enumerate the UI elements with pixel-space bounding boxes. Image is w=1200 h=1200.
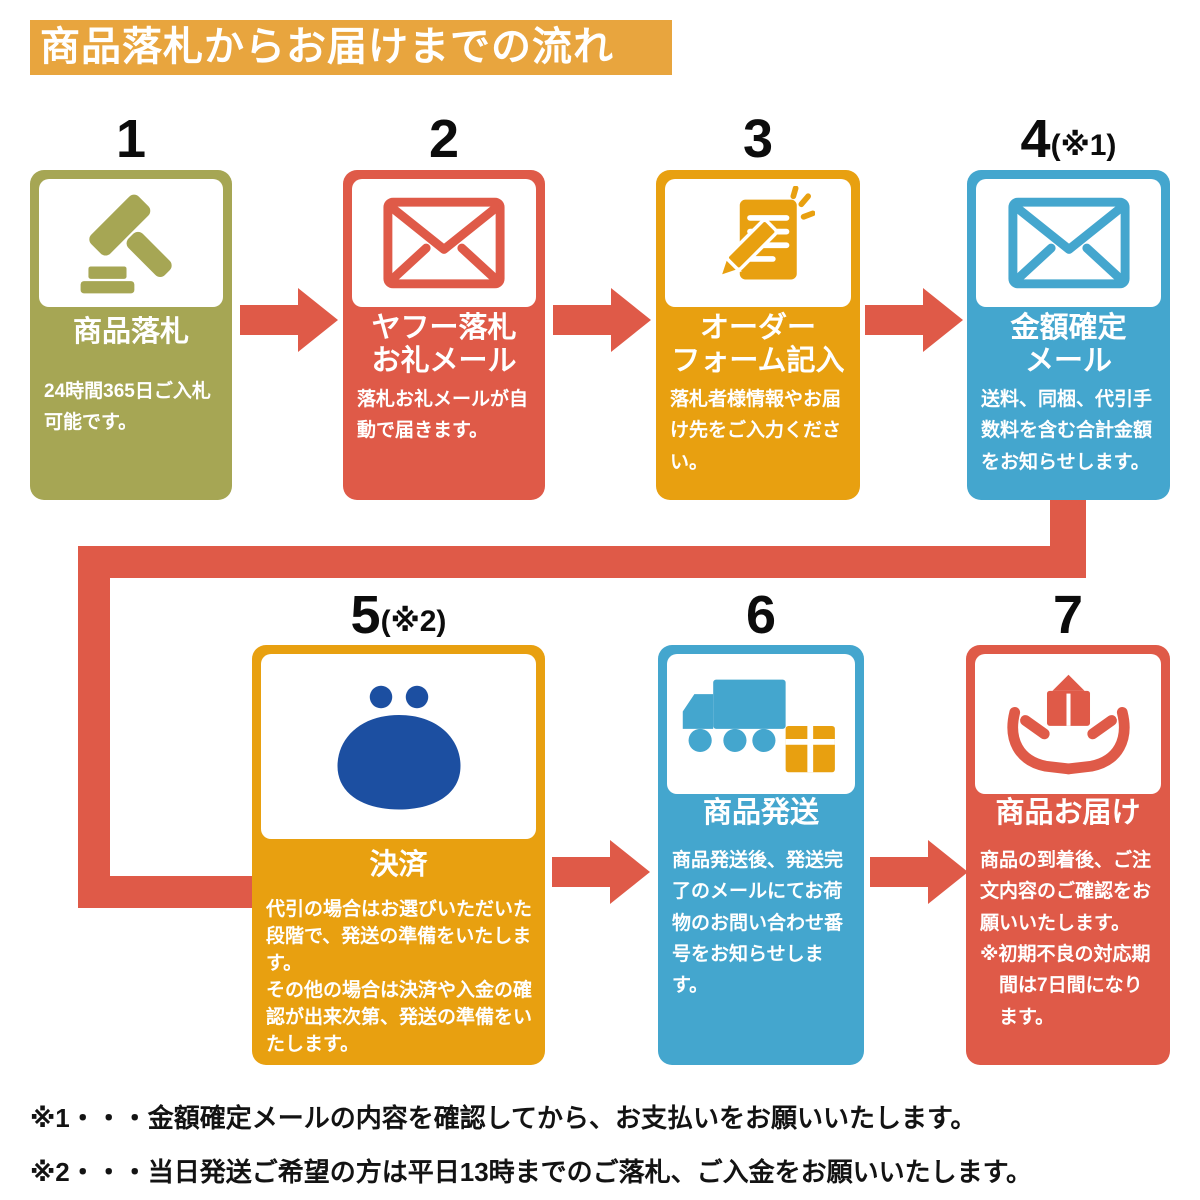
card-icon-panel: [975, 654, 1161, 794]
flow-arrow-icon: [553, 288, 651, 352]
card-icon-panel: [665, 179, 851, 307]
card-price-mail: 金額確定 メール 送料、同梱、代引手数料を含む合計金額をお知らせします。: [967, 170, 1170, 500]
card-icon-panel: [976, 179, 1161, 307]
card-delivery: 商品お届け 商品の到着後、ご注文内容のご確認をお願いいたします。 ※初期不良の対…: [966, 645, 1170, 1065]
step-number-text: 5: [350, 585, 381, 645]
step-number-7: 7: [966, 580, 1170, 642]
footnote-1: ※1・・・金額確定メールの内容を確認してから、お支払いをお願いいたします。: [30, 1103, 977, 1133]
card-shipping: 商品発送 商品発送後、発送完了のメールにてお荷物のお問い合わせ番号をお知らせしま…: [658, 645, 864, 1065]
page-title-banner: 商品落札からお届けまでの流れ: [30, 20, 672, 75]
memo-pencil-icon: [716, 186, 815, 280]
card-icon-panel: [39, 179, 223, 307]
card-icon-panel: [261, 654, 536, 839]
step-number-2: 2: [343, 104, 545, 166]
step-number-text: 4: [1020, 109, 1051, 169]
step-number-note: (※2): [380, 605, 447, 638]
gavel-icon: [80, 194, 172, 294]
card-order-form: オーダー フォーム記入 落札者様情報やお届け先をご入力ください。: [656, 170, 860, 500]
card-icon-panel: [667, 654, 855, 794]
step-number-text: 2: [428, 109, 460, 169]
flow-arrow-icon: [240, 288, 338, 352]
step-number-text: 1: [115, 109, 147, 169]
mail-icon: [1007, 197, 1130, 289]
step-number-text: 6: [745, 585, 777, 645]
step-desc: 商品の到着後、ご注文内容のご確認をお願いいたします。: [980, 850, 1152, 934]
card-thankyou-mail: ヤフー落札 お礼メール 落札お礼メールが自動で届きます。: [343, 170, 545, 500]
mail-icon: [383, 197, 505, 289]
step-title: 商品落札: [72, 316, 189, 348]
step-number-3: 3: [656, 104, 860, 166]
step-number-note: (※1): [1050, 129, 1117, 162]
card-auction-win: 商品落札 24時間365日ご入札可能です。: [30, 170, 232, 500]
flow-connector: [78, 876, 256, 908]
step-desc: 送料、同梱、代引手数料を含む合計金額をお知らせします。: [981, 389, 1153, 473]
hands-package-icon: [1006, 674, 1130, 774]
flow-arrow-icon: [870, 840, 968, 904]
step-desc: 落札者様情報やお届け先をご入力ください。: [670, 389, 842, 473]
step-desc-note: ※初期不良の対応期間は7日間になります。: [980, 944, 1151, 1028]
step-desc: 代引の場合はお選びいただいた段階で、発送の準備をいたします。 その他の場合は決済…: [266, 899, 533, 1055]
truck-box-icon: [682, 679, 835, 772]
step-title: 決済: [369, 849, 428, 881]
step-desc: 24時間365日ご入札可能です。: [44, 381, 211, 434]
flow-arrow-icon: [552, 840, 650, 904]
purse-icon: [337, 685, 460, 810]
flow-connector: [78, 546, 110, 908]
step-number-text: 7: [1052, 585, 1084, 645]
card-icon-panel: [352, 179, 536, 307]
step-title: ヤフー落札 お礼メール: [371, 312, 517, 378]
step-title: 商品お届け: [995, 797, 1141, 829]
step-number-1: 1: [30, 104, 232, 166]
step-number-5: 5(※2): [252, 580, 545, 642]
step-number-4: 4(※1): [967, 104, 1170, 166]
flow-connector: [78, 546, 1086, 578]
footnote-2: ※2・・・当日発送ご希望の方は平日13時までのご落札、ご入金をお願いいたします。: [30, 1157, 1033, 1187]
step-title: 金額確定 メール: [1010, 312, 1127, 378]
step-desc: 落札お礼メールが自動で届きます。: [357, 389, 529, 442]
step-desc: 商品発送後、発送完了のメールにてお荷物のお問い合わせ番号をお知らせします。: [672, 850, 844, 997]
flow-arrow-icon: [865, 288, 963, 352]
step-number-text: 3: [742, 109, 774, 169]
step-number-6: 6: [658, 580, 864, 642]
step-title: 商品発送: [702, 797, 819, 829]
step-title: オーダー フォーム記入: [671, 312, 845, 378]
card-payment: 決済 代引の場合はお選びいただいた段階で、発送の準備をいたします。 その他の場合…: [252, 645, 545, 1065]
